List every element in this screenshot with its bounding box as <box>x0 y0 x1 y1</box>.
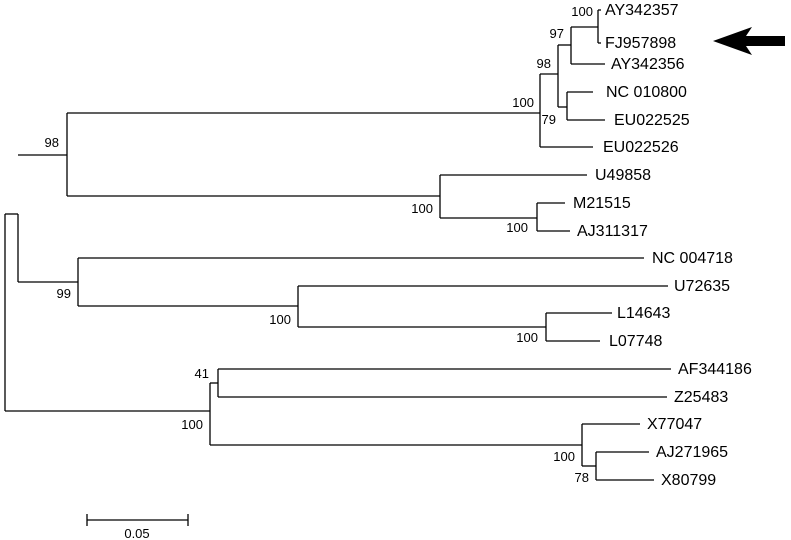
bootstrap-labels: 100 97 98 79 100 100 100 98 100 100 99 7… <box>45 4 593 485</box>
taxon-label: NC 004718 <box>652 250 733 267</box>
taxon-label: L14643 <box>617 305 670 322</box>
taxon-label: AJ311317 <box>577 223 648 240</box>
taxon-label: EU022526 <box>603 139 679 156</box>
taxon-label: AY342357 <box>605 2 679 19</box>
bootstrap-value: 100 <box>571 4 593 19</box>
bootstrap-value: 100 <box>516 330 538 345</box>
bootstrap-value: 99 <box>57 286 71 301</box>
taxon-label: AJ271965 <box>656 444 728 461</box>
bootstrap-value: 79 <box>542 112 556 127</box>
bootstrap-value: 100 <box>411 201 433 216</box>
tree-branches <box>4 9 671 481</box>
bootstrap-value: 98 <box>45 135 59 150</box>
bootstrap-value: 100 <box>553 449 575 464</box>
bootstrap-value: 78 <box>575 470 589 485</box>
scale-bar: 0.05 <box>86 514 189 540</box>
taxon-label: Z25483 <box>674 389 728 406</box>
taxon-label: NC 010800 <box>606 84 687 101</box>
taxon-label: AY342356 <box>611 56 685 73</box>
arrow-left-icon <box>713 27 785 55</box>
taxon-label: EU022525 <box>614 112 690 129</box>
bootstrap-value: 97 <box>550 26 564 41</box>
bootstrap-value: 100 <box>181 417 203 432</box>
scale-bar-label: 0.05 <box>124 526 149 540</box>
taxon-label: X77047 <box>647 416 702 433</box>
bootstrap-value: 100 <box>506 220 528 235</box>
taxon-label: L07748 <box>609 333 662 350</box>
taxon-label: X80799 <box>661 472 716 489</box>
taxon-label: U72635 <box>674 278 730 295</box>
taxon-label-highlighted: FJ957898 <box>605 35 676 52</box>
taxon-label: AF344186 <box>678 361 752 378</box>
taxon-label: M21515 <box>573 195 631 212</box>
bootstrap-value: 98 <box>537 56 551 71</box>
bootstrap-value: 100 <box>269 312 291 327</box>
bootstrap-value: 41 <box>195 366 209 381</box>
bootstrap-value: 100 <box>512 95 534 110</box>
taxon-label: U49858 <box>595 167 651 184</box>
taxon-labels: AY342357 FJ957898 AY342356 NC 010800 EU0… <box>573 2 752 489</box>
